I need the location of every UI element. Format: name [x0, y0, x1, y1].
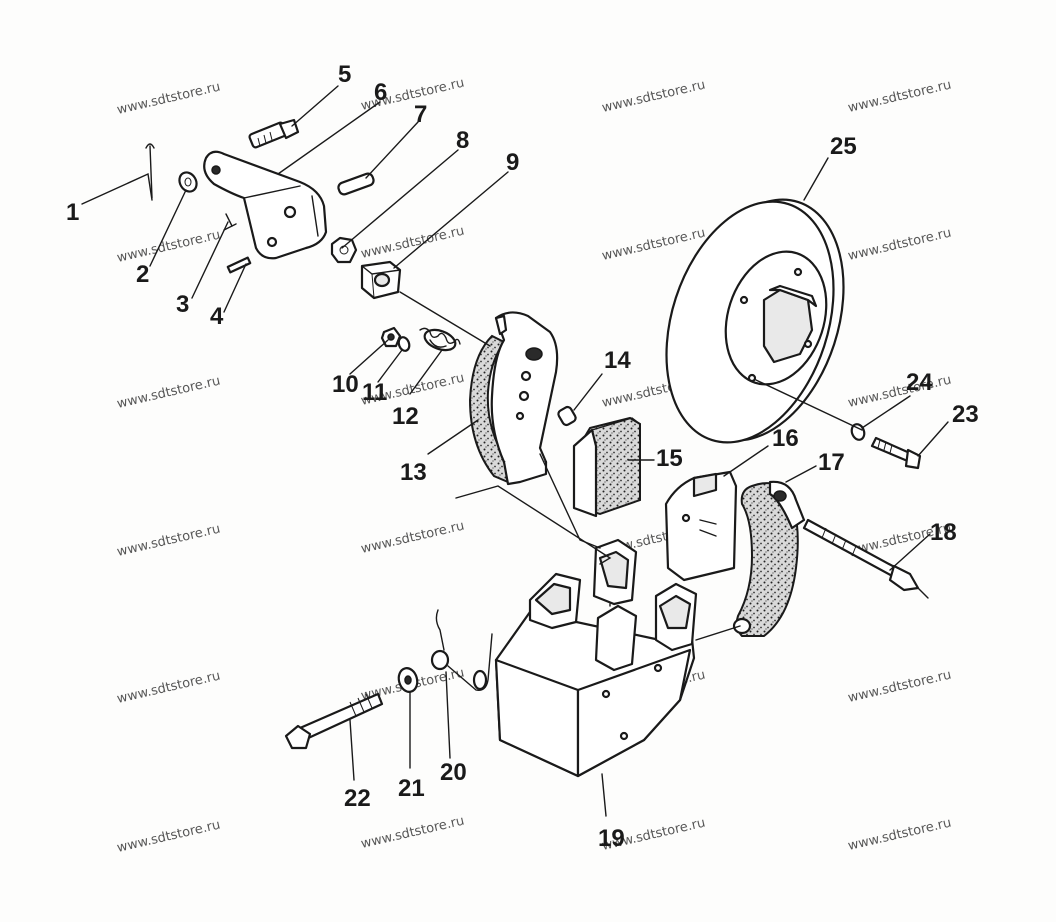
callout-2: 2	[136, 261, 149, 288]
watermark: www.sdtstore.ru	[601, 226, 707, 264]
part-17-brake-shoe	[732, 480, 806, 637]
part-15-pad	[572, 416, 641, 518]
watermark: www.sdtstore.ru	[116, 228, 222, 266]
part-4-pin	[226, 256, 252, 274]
watermark: www.sdtstore.ru	[360, 519, 466, 557]
part-6-bracket	[203, 150, 328, 260]
callout-20: 20	[440, 759, 467, 786]
callout-numbers: 1 2 3 4 5 6 7 8 9 10 11 12 13 14 15 16 1…	[66, 61, 979, 852]
callout-7: 7	[414, 101, 427, 128]
part-11-washer	[397, 336, 411, 352]
part-24-washer	[850, 423, 866, 441]
watermark: www.sdtstore.ru	[847, 78, 953, 116]
callout-6: 6	[374, 79, 387, 106]
part-12-spring	[419, 327, 461, 352]
watermark: www.sdtstore.ru	[116, 522, 222, 560]
callout-5: 5	[338, 61, 351, 88]
callout-14: 14	[604, 347, 631, 374]
callout-12: 12	[392, 403, 419, 430]
part-3-pin	[223, 213, 237, 231]
part-21-washer	[397, 667, 419, 693]
callout-11: 11	[362, 379, 387, 406]
watermark: www.sdtstore.ru	[847, 816, 953, 854]
callout-15: 15	[656, 445, 683, 472]
leader-lines	[81, 85, 949, 817]
watermark: www.sdtstore.ru	[360, 224, 466, 262]
watermark: www.sdtstore.ru	[360, 814, 466, 852]
part-19-caliper-body	[494, 538, 698, 778]
part-13-brake-shoe	[468, 311, 559, 486]
callout-24: 24	[906, 369, 933, 396]
callout-17: 17	[818, 449, 845, 476]
part-20-spring-clip	[430, 609, 493, 691]
callout-21: 21	[398, 775, 425, 802]
callout-1: 1	[66, 199, 79, 226]
part-9-block	[360, 260, 402, 300]
callout-8: 8	[456, 127, 469, 154]
watermark: www.sdtstore.ru	[601, 78, 707, 116]
watermark: www.sdtstore.ru	[116, 818, 222, 856]
part-5-bolt	[248, 118, 300, 149]
watermark: www.sdtstore.ru	[847, 373, 953, 411]
part-18-bolt	[802, 518, 929, 599]
callout-10: 10	[332, 371, 359, 398]
callout-13: 13	[400, 459, 427, 486]
part-23-bolt	[870, 436, 922, 470]
callout-4: 4	[210, 303, 224, 330]
part-8-nut	[330, 236, 358, 264]
watermark: www.sdtstore.ru	[847, 668, 953, 706]
callout-22: 22	[344, 785, 371, 812]
callout-16: 16	[772, 425, 799, 452]
callout-23: 23	[952, 401, 979, 428]
part-2-washer	[178, 171, 198, 193]
watermark: www.sdtstore.ru	[116, 80, 222, 118]
part-14-pin	[557, 405, 577, 427]
part-16-pad	[664, 470, 738, 582]
part-25-brake-disc	[665, 198, 845, 444]
watermark: www.sdtstore.ru	[116, 374, 222, 412]
callout-3: 3	[176, 291, 189, 318]
watermark: www.sdtstore.ru	[116, 669, 222, 707]
callout-19: 19	[598, 825, 625, 852]
part-1-cotter-pin	[145, 143, 155, 199]
part-22-bolt	[284, 692, 384, 750]
callout-25: 25	[830, 133, 857, 160]
part-7-pin	[337, 172, 375, 196]
callout-18: 18	[930, 519, 957, 546]
callout-9: 9	[506, 149, 519, 176]
watermark: www.sdtstore.ru	[847, 226, 953, 264]
